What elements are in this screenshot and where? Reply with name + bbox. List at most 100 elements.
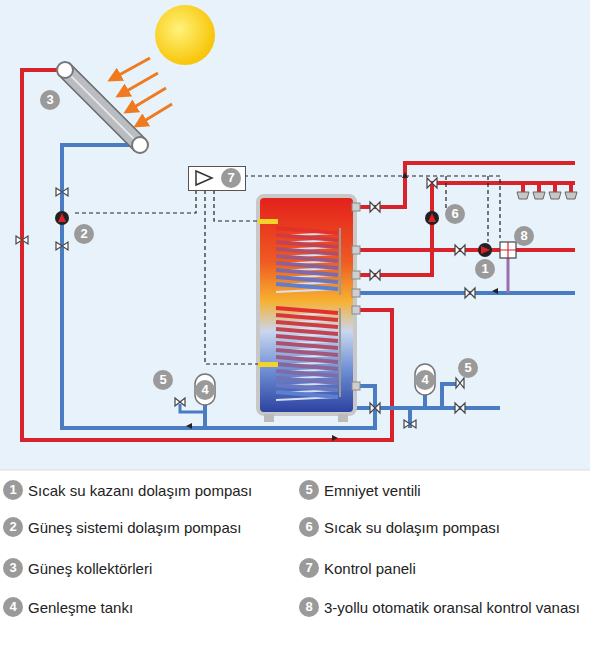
illustration-part [487, 176, 488, 242]
illustration-part [276, 350, 338, 355]
illustration-part [276, 284, 338, 289]
legend-text: Güneş sistemi dolaşım pompası [28, 515, 298, 540]
illustration-part [332, 435, 338, 441]
illustration-part [276, 256, 338, 261]
illustration-part [132, 137, 148, 153]
legend-text: Sıcak su kazanı dolaşım pompası [28, 478, 298, 503]
illustration-part [276, 308, 338, 313]
callout-number: 6 [445, 204, 465, 224]
pumps [55, 211, 492, 257]
legend-text: Emniyet ventili [324, 478, 582, 503]
illustration-part [276, 228, 338, 233]
illustration-part [258, 196, 355, 414]
background-panel [0, 0, 590, 470]
illustration-part [126, 88, 166, 112]
callout-number: 4 [415, 370, 435, 390]
valves [16, 178, 516, 428]
callout-number: 6 [299, 517, 319, 537]
illustration-part [352, 203, 360, 390]
illustration-part [67, 72, 138, 143]
tank [258, 196, 360, 422]
illustration-part [276, 235, 338, 240]
taps [517, 192, 577, 199]
illustration-part [276, 371, 338, 376]
illustration-part [355, 183, 575, 275]
illustration-part [57, 62, 73, 78]
illustration-part [175, 398, 185, 406]
illustration-part [445, 176, 446, 210]
illustration-part [427, 178, 437, 188]
illustration-part [276, 385, 338, 390]
illustration-part [478, 243, 492, 257]
illustration-part [339, 228, 341, 295]
illustration-part [72, 190, 196, 213]
illustration-part [428, 213, 436, 222]
illustration-part [423, 394, 427, 408]
illustration-part [425, 211, 439, 225]
illustration-part [276, 357, 338, 362]
illustration-part [110, 58, 150, 80]
illustration-part [264, 414, 274, 422]
illustration-part [58, 213, 66, 222]
illustration-part [338, 414, 348, 422]
temperature-sensor [258, 362, 278, 367]
illustration-part [549, 192, 561, 199]
callout-number: 5 [458, 358, 478, 378]
illustration-part [456, 378, 464, 388]
illustration-part [276, 249, 338, 254]
illustration-part [203, 404, 207, 428]
illustration-part [276, 343, 338, 348]
control-wires [72, 176, 500, 364]
flow-arrows [186, 172, 498, 441]
callout-number: 7 [299, 558, 319, 578]
illustration-part [276, 378, 338, 383]
callout-number: 3 [40, 90, 60, 110]
illustration-part [352, 382, 360, 390]
cold-water-pipes [330, 250, 575, 428]
illustration-part [205, 190, 258, 364]
illustration-part [370, 270, 380, 280]
hot-water-pipes [355, 163, 575, 275]
illustration-part [352, 271, 360, 279]
illustration-part [195, 374, 215, 405]
callout-number: 4 [195, 380, 215, 400]
legend-text: Genleşme tankı [28, 595, 298, 620]
callout-number: 2 [74, 224, 94, 244]
illustration-part [565, 192, 577, 199]
legend-text: Kontrol paneli [324, 556, 582, 581]
illustration-part [276, 263, 338, 268]
legend-text: 3-yollu otomatik oransal kontrol vanası [324, 595, 582, 620]
callout-number: 1 [3, 480, 23, 500]
illustration-part [62, 145, 375, 428]
callout-number: 1 [475, 259, 495, 279]
illustration-part [339, 308, 341, 397]
callout-number: 5 [153, 370, 173, 390]
illustration-part [402, 172, 408, 178]
control-panel-box: 7 [188, 166, 246, 191]
illustration-part [352, 203, 360, 211]
illustration-part [404, 420, 416, 428]
illustration-part [500, 242, 516, 258]
illustration-part [276, 315, 338, 320]
callout-number: 8 [514, 226, 534, 246]
solar-collector [57, 62, 148, 153]
illustration-part [455, 245, 465, 255]
callout-number: 7 [221, 168, 241, 188]
illustration-part [276, 392, 338, 397]
controller-symbol [193, 168, 215, 188]
illustration-part [56, 242, 68, 250]
illustration-part [55, 211, 69, 225]
illustration-part [155, 5, 215, 65]
solar-pipes [22, 70, 392, 440]
illustration-part [500, 242, 516, 258]
illustration-part [276, 364, 338, 369]
illustration-part [415, 364, 435, 395]
legend-text: Güneş kollektörleri [28, 556, 298, 581]
illustration-part [56, 188, 68, 196]
callout-number: 8 [299, 597, 319, 617]
illustration-part [481, 246, 490, 254]
temperature-sensor [258, 219, 278, 224]
illustration-part [214, 190, 258, 221]
